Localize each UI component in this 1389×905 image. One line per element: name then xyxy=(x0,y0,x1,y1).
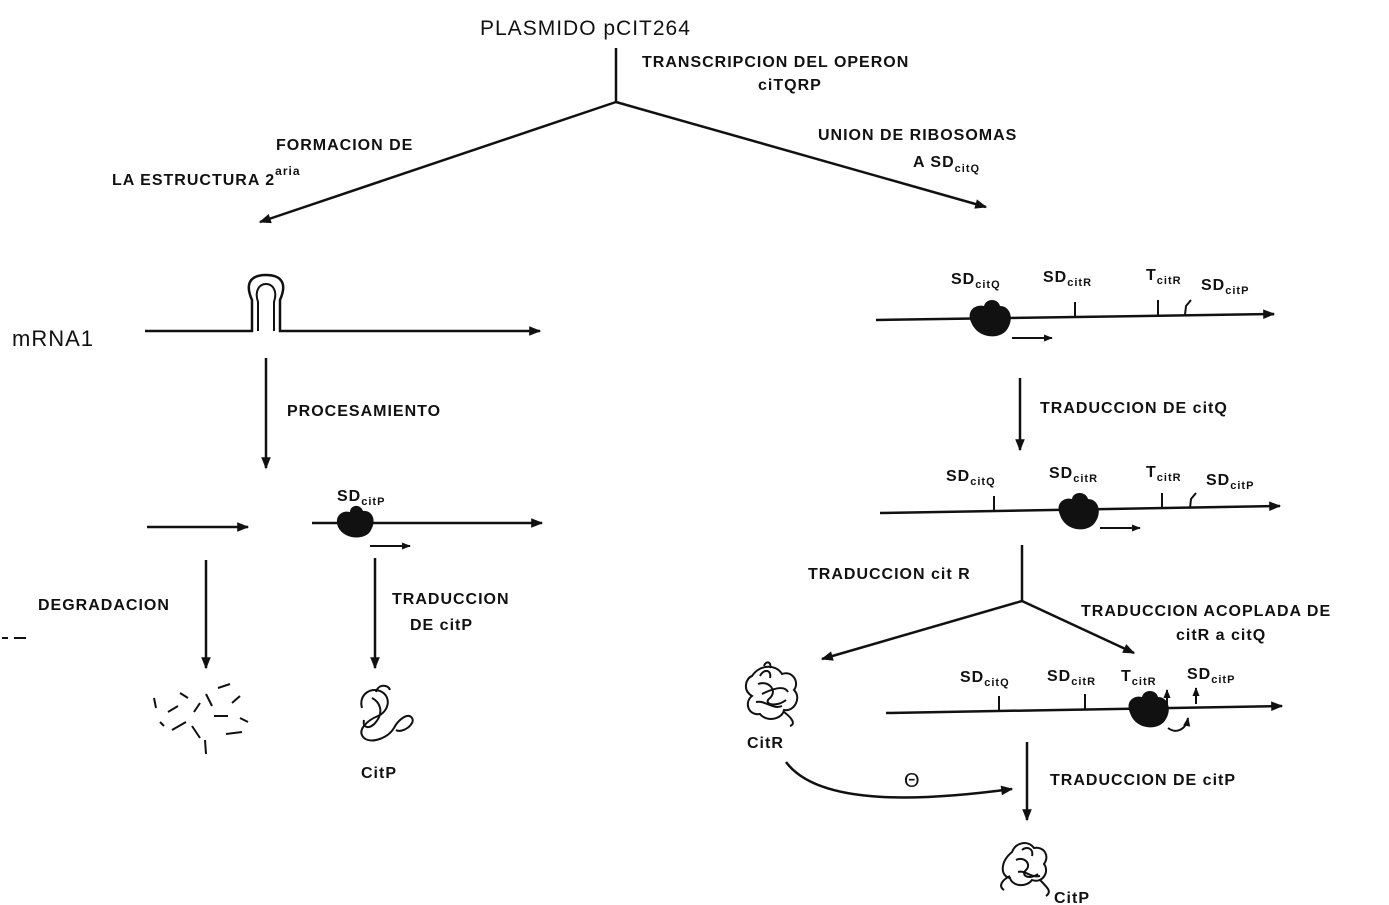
mrna1-label: mRNA1 xyxy=(12,326,94,351)
sd-citP-label-3: SDcitP xyxy=(1187,666,1235,686)
degradation-label: DEGRADACION xyxy=(38,597,170,614)
transcription-label-line1: TRANSCRIPCION DEL OPERON xyxy=(642,54,909,71)
processing-label: PROCESAMIENTO xyxy=(287,403,441,420)
sd-citR-label-3: SDcitR xyxy=(1047,668,1096,688)
secondary-structure-label-line2: LA ESTRUCTURA 2aria xyxy=(112,164,301,189)
sd-citP-label-1: SDcitP xyxy=(1201,277,1249,297)
inhibition-arrow xyxy=(786,762,1012,798)
ribosome-citQ xyxy=(970,300,1011,336)
ribosome-coupled xyxy=(1129,691,1169,727)
tick-sd-citP-1 xyxy=(1185,300,1191,315)
citP-label-right: CitP xyxy=(1054,890,1090,905)
sd-citQ-label-1: SDcitQ xyxy=(951,271,1001,291)
translation-citR-label: TRADUCCION cit R xyxy=(808,566,971,583)
translation-citQ-label: TRADUCCION DE citQ xyxy=(1040,400,1228,417)
sd-citQ-label-3: SDcitQ xyxy=(960,669,1010,689)
t-citR-label-1: TcitR xyxy=(1146,267,1182,287)
citR-protein-icon xyxy=(746,662,797,726)
ribosome-citR xyxy=(1059,493,1099,529)
ribosome-reinitiation-arrow xyxy=(1168,718,1188,731)
translation-citP-label-right: TRADUCCION DE citP xyxy=(1050,772,1236,789)
citP-protein-left-icon xyxy=(361,686,412,741)
sd-citR-label-1: SDcitR xyxy=(1043,269,1092,289)
degraded-fragments xyxy=(154,684,248,754)
t-citR-label-2: TcitR xyxy=(1146,464,1182,484)
sd-citP-label-left: SDcitP xyxy=(337,488,385,508)
translation-citP-label-line1: TRADUCCION xyxy=(392,591,510,608)
mrna1-hairpin-strand xyxy=(145,275,540,331)
hairpin-inner-loop xyxy=(257,284,276,331)
coupled-translation-label-line2: citR a citQ xyxy=(1176,627,1266,644)
plasmid-title: PLASMIDO pCIT264 xyxy=(480,17,691,40)
citP-protein-right-icon xyxy=(1001,843,1049,896)
sd-citR-label-2: SDcitR xyxy=(1049,465,1098,485)
inhibition-symbol: Θ xyxy=(904,770,921,792)
ribosome-left xyxy=(337,506,374,538)
ribosome-binding-label-line1: UNION DE RIBOSOMAS xyxy=(818,127,1017,144)
secondary-structure-label-line1: FORMACION DE xyxy=(276,137,413,154)
ribosome-binding-label-line2: A SDcitQ xyxy=(913,154,980,175)
branch-arrow-left xyxy=(260,102,616,222)
citR-label: CitR xyxy=(747,735,784,752)
transcription-label-line2: ciTQRP xyxy=(758,77,822,94)
tick-sd-citP-2 xyxy=(1190,493,1196,508)
sd-citQ-label-2: SDcitQ xyxy=(946,468,996,488)
translation-citP-label-line2: DE citP xyxy=(410,617,473,634)
citP-label-left: CitP xyxy=(361,765,397,782)
citR-product-arrow xyxy=(822,601,1022,659)
t-citR-label-3: TcitR xyxy=(1121,668,1157,688)
sd-citP-label-2: SDcitP xyxy=(1206,472,1254,492)
coupled-translation-label-line1: TRADUCCION ACOPLADA DE xyxy=(1081,603,1331,620)
